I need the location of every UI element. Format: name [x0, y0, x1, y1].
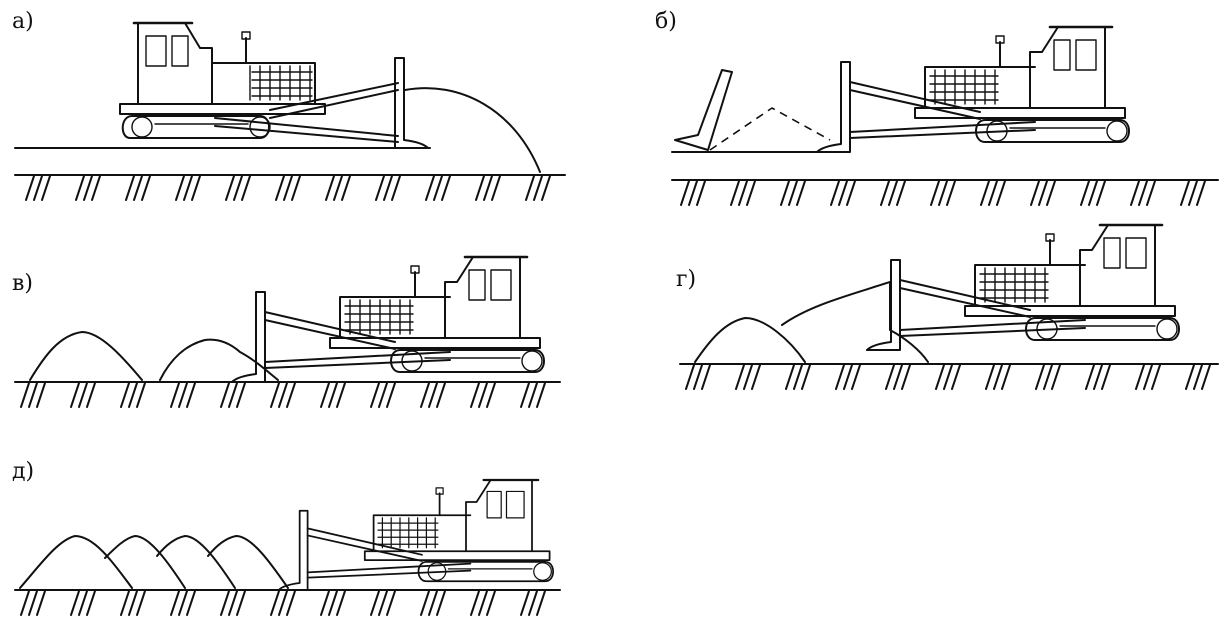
bulldozer	[815, 25, 1131, 154]
ground-hatching	[25, 175, 551, 201]
soil-slope	[781, 281, 929, 363]
ground-hatching	[20, 382, 546, 408]
panel-a: а)	[12, 9, 566, 201]
bulldozer	[865, 223, 1181, 352]
previous-blade-position	[674, 69, 733, 151]
panel-g: г)	[676, 223, 1219, 390]
panel-v-label: в)	[12, 271, 33, 296]
soil-pile	[29, 331, 143, 381]
panel-b-label: б)	[655, 9, 677, 34]
panel-a-label: а)	[12, 9, 34, 34]
soil-pile	[156, 535, 236, 589]
soil-pile	[104, 535, 186, 589]
panel-b: б)	[655, 9, 1219, 206]
soil-pile	[207, 535, 289, 589]
soil-prism-outline	[709, 107, 831, 151]
ground-hatching	[680, 180, 1206, 206]
panel-g-label: г)	[676, 267, 696, 292]
ground-hatching	[20, 590, 546, 616]
soil-pile	[19, 535, 133, 589]
panel-v: в)	[12, 255, 561, 408]
ground-hatching	[685, 364, 1211, 390]
bulldozer	[118, 21, 430, 150]
panel-d-label: д)	[12, 459, 34, 484]
panel-d: д)	[12, 459, 561, 616]
soil-pile	[404, 87, 541, 173]
bulldozer	[277, 478, 555, 592]
bulldozer	[230, 255, 546, 384]
soil-pile	[694, 317, 806, 363]
soil-pile	[159, 338, 279, 381]
